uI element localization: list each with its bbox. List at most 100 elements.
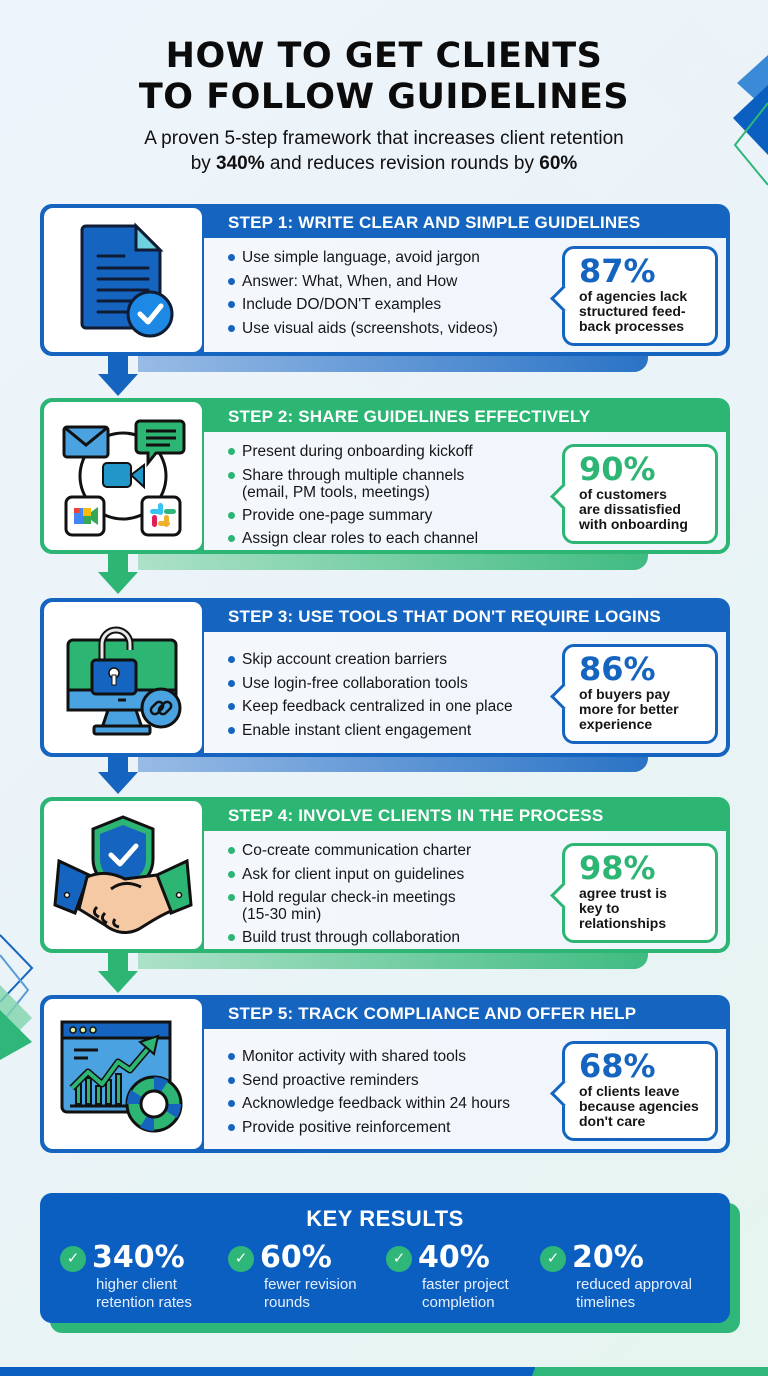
check-icon: ✓ bbox=[386, 1246, 412, 1272]
stat-desc-line: structured feed- bbox=[579, 303, 686, 319]
stat-desc-line: of customers bbox=[579, 486, 667, 502]
key-results-title: KEY RESULTS bbox=[306, 1206, 464, 1231]
stat-description: of clients leave because agencies don't … bbox=[579, 1084, 715, 1129]
title-line-1: HOW TO GET CLIENTS bbox=[165, 36, 603, 76]
step-card: STEP 4: INVOLVE CLIENTS IN THE PROCESS C… bbox=[40, 797, 730, 953]
padlock-open-icon bbox=[90, 626, 138, 695]
arrow-down-icon bbox=[98, 374, 138, 396]
slack-icon bbox=[140, 495, 182, 537]
step-title: STEP 1: WRITE CLEAR AND SIMPLE GUIDELINE… bbox=[228, 213, 641, 232]
result-value: 40% bbox=[418, 1240, 490, 1275]
bullet-item: Include DO/DON'T examples bbox=[228, 293, 498, 317]
bullet-item: Provide positive reinforcement bbox=[228, 1116, 510, 1140]
bullet-item: Share through multiple channels(email, P… bbox=[228, 464, 478, 504]
bullet-item: Acknowledge feedback within 24 hours bbox=[228, 1092, 510, 1116]
step-card: STEP 5: TRACK COMPLIANCE AND OFFER HELP … bbox=[40, 995, 730, 1153]
result-value: 60% bbox=[260, 1240, 332, 1275]
step-title: STEP 5: TRACK COMPLIANCE AND OFFER HELP bbox=[228, 1004, 637, 1023]
stat-desc-line: of buyers pay bbox=[579, 686, 671, 702]
step-content: Co-create communication charter Ask for … bbox=[204, 831, 726, 949]
bullet-item: Use login-free collaboration tools bbox=[228, 672, 513, 696]
page-title: HOW TO GET CLIENTS TO FOLLOW GUIDELINES bbox=[0, 36, 768, 118]
step-3: STEP 3: USE TOOLS THAT DON'T REQUIRE LOG… bbox=[40, 598, 730, 794]
subtitle-line-1: A proven 5-step framework that increases… bbox=[144, 128, 624, 149]
step-4: STEP 4: INVOLVE CLIENTS IN THE PROCESS C… bbox=[40, 797, 730, 993]
stat-desc-line: don't care bbox=[579, 1113, 646, 1129]
chart-lifebuoy-icon bbox=[60, 1020, 183, 1133]
result-description: fewer revision rounds bbox=[264, 1276, 357, 1311]
result-description: faster project completion bbox=[422, 1276, 509, 1311]
arrow-stem bbox=[108, 951, 128, 973]
result-value: 20% bbox=[572, 1240, 644, 1275]
result-description: higher client retention rates bbox=[96, 1276, 192, 1311]
icon-box bbox=[44, 402, 202, 550]
title-line-2: TO FOLLOW GUIDELINES bbox=[138, 77, 630, 117]
arrow-stem bbox=[108, 354, 128, 376]
step-connector bbox=[138, 756, 648, 772]
step-connector bbox=[138, 953, 648, 969]
bullet-list: Monitor activity with shared tools Send … bbox=[228, 1045, 510, 1139]
footer-bar-green bbox=[532, 1367, 768, 1376]
stat-description: of agencies lack structured feed- back p… bbox=[579, 289, 715, 334]
bullet-item: Provide one-page summary bbox=[228, 504, 478, 528]
step-1: STEP 1: WRITE CLEAR AND SIMPLE GUIDELINE… bbox=[40, 204, 730, 396]
bullet-item: Use simple language, avoid jargon bbox=[228, 246, 498, 270]
bullet-item: Ask for client input on guidelines bbox=[228, 863, 471, 887]
icon-box bbox=[44, 602, 202, 753]
stat-desc-line: key to bbox=[579, 900, 620, 916]
stat-callout: 98% agree trust is key to relationships bbox=[562, 843, 718, 943]
handshake-shield-icon bbox=[53, 814, 193, 934]
stat-desc-line: more for better bbox=[579, 701, 679, 717]
decorative-diamonds-top-right bbox=[733, 55, 768, 186]
stat-callout: 87% of agencies lack structured feed- ba… bbox=[562, 246, 718, 346]
check-icon: ✓ bbox=[540, 1246, 566, 1272]
arrow-down-icon bbox=[98, 772, 138, 794]
stat-desc-line: relationships bbox=[579, 915, 667, 931]
bullet-item: Hold regular check-in meetings(15-30 min… bbox=[228, 886, 471, 926]
stat-desc-line: of agencies lack bbox=[579, 288, 688, 304]
step-card: STEP 2: SHARE GUIDELINES EFFECTIVELY Pre… bbox=[40, 398, 730, 554]
icon-box bbox=[44, 208, 202, 352]
stat-callout: 86% of buyers pay more for better experi… bbox=[562, 644, 718, 744]
step-title: STEP 2: SHARE GUIDELINES EFFECTIVELY bbox=[228, 407, 591, 426]
subtitle-line-2: by 340% and reduces revision rounds by 6… bbox=[0, 151, 768, 176]
bullet-list: Skip account creation barriers Use login… bbox=[228, 648, 513, 742]
unlocked-monitor-icon bbox=[66, 626, 182, 735]
key-results-panel: KEY RESULTS ✓ 340% higher client retenti… bbox=[40, 1193, 740, 1333]
step-title: STEP 4: INVOLVE CLIENTS IN THE PROCESS bbox=[228, 806, 604, 825]
decorative-diamonds-left bbox=[0, 934, 34, 1060]
stat-desc-line: are dissatisfied bbox=[579, 501, 681, 517]
document-check-icon bbox=[80, 222, 174, 338]
check-icon: ✓ bbox=[60, 1246, 86, 1272]
stat-callout: 68% of clients leave because agencies do… bbox=[562, 1041, 718, 1141]
stat-callout: 90% of customers are dissatisfied with o… bbox=[562, 444, 718, 544]
subtitle-text: and reduces revision rounds by bbox=[264, 153, 540, 174]
channels-icon bbox=[62, 419, 186, 537]
google-meet-icon bbox=[64, 495, 106, 537]
bullet-item: Skip account creation barriers bbox=[228, 648, 513, 672]
arrow-down-icon bbox=[98, 572, 138, 594]
link-icon bbox=[140, 687, 182, 728]
check-icon: ✓ bbox=[228, 1246, 254, 1272]
bullet-list: Co-create communication charter Ask for … bbox=[228, 839, 471, 950]
stat-value: 90% bbox=[579, 450, 656, 488]
bullet-item: Monitor activity with shared tools bbox=[228, 1045, 510, 1069]
bullet-item: Send proactive reminders bbox=[228, 1069, 510, 1093]
stat-desc-line: agree trust is bbox=[579, 885, 667, 901]
bullet-item: Enable instant client engagement bbox=[228, 719, 513, 743]
step-card: STEP 1: WRITE CLEAR AND SIMPLE GUIDELINE… bbox=[40, 204, 730, 356]
stat-desc-line: with onboarding bbox=[579, 516, 688, 532]
bullet-list: Present during onboarding kickoff Share … bbox=[228, 440, 478, 551]
bullet-item: Keep feedback centralized in one place bbox=[228, 695, 513, 719]
subtitle: A proven 5-step framework that increases… bbox=[0, 126, 768, 176]
icon-box bbox=[44, 999, 202, 1149]
bullet-item: Build trust through collaboration bbox=[228, 926, 471, 950]
bullet-item: Present during onboarding kickoff bbox=[228, 440, 478, 464]
step-connector bbox=[138, 356, 648, 372]
key-results-card: KEY RESULTS ✓ 340% higher client retenti… bbox=[40, 1193, 730, 1323]
revision-value: 60% bbox=[539, 153, 578, 174]
stat-desc-line: back processes bbox=[579, 318, 685, 334]
bullet-list: Use simple language, avoid jargon Answer… bbox=[228, 246, 498, 340]
step-connector bbox=[138, 554, 648, 570]
arrow-down-icon bbox=[98, 971, 138, 993]
